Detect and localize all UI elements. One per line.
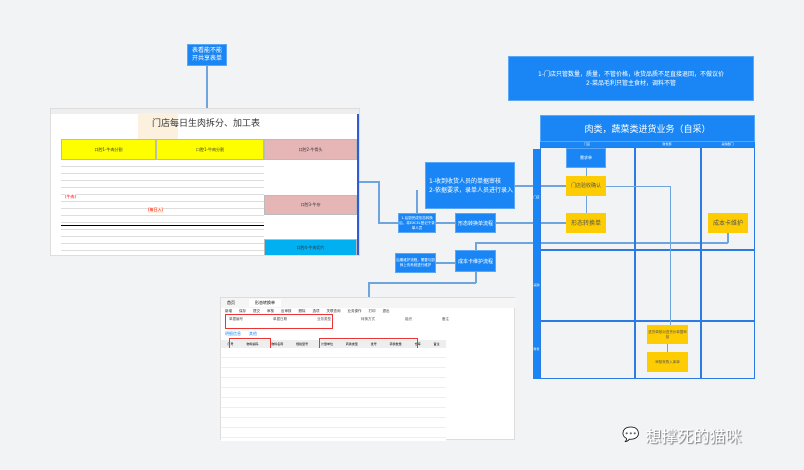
erp-tab-transform[interactable]: 形态转换单 — [249, 299, 281, 307]
column-header: 物料编码 — [246, 342, 259, 346]
header-c: 口腔2-牛骨头 — [264, 139, 357, 160]
toolbar-button[interactable]: 审核 — [267, 309, 274, 313]
form-field-label: 转换方式 — [361, 317, 375, 321]
form-field-label: 单据编号 — [229, 317, 243, 321]
red-label: (每日入) — [148, 207, 164, 213]
erp-tab-home[interactable]: 首页 — [227, 300, 235, 305]
subtab[interactable]: 其他 — [249, 331, 257, 336]
toolbar-button[interactable]: 保存 — [239, 309, 246, 313]
toolbar-button[interactable]: 新增 — [225, 309, 232, 313]
sheet-edge — [357, 114, 359, 255]
watermark-text: 想撑死的猫咪 — [645, 427, 742, 446]
finance-audit-box[interactable]: 审核采购入库单 — [647, 352, 688, 372]
toolbar-button[interactable]: 反审核 — [281, 309, 292, 313]
wechat-icon: 💬 — [622, 427, 640, 443]
column-header: 序号 — [227, 342, 234, 346]
erp-fields: 单据编号 单据日期 业务类型 转换方式 组织 备注 — [229, 317, 509, 322]
subtab[interactable]: 明细信息 — [225, 331, 241, 336]
sheet-title: 门店每日生肉拆分、加工表 — [151, 119, 260, 129]
row-header: 门店 — [533, 195, 540, 199]
column-header: 规格型号 — [296, 342, 309, 346]
transform-box[interactable]: 形态转换单 — [566, 213, 606, 233]
rules-note: 1-门店只管数量，质量，不管价格，收货品质不足直接退回，不做议价 2-菜品毛利只… — [508, 56, 754, 101]
row-header: 采购 — [533, 283, 540, 287]
toolbar-button[interactable]: 业务操作 — [347, 309, 362, 313]
entry-note-box: 1-收到收货人员的单据审核 2-依据要求，录单人员进行录入 — [425, 162, 515, 209]
erp-subtabs: 明细信息 其他 — [225, 331, 257, 337]
header-b: 口腔1-牛肉分割 — [156, 139, 264, 160]
cost-flow-box[interactable]: 成本卡维护流程 — [455, 250, 496, 272]
erp-toolbar: 新增 保存 提交 审核 反审核 删除 选项 关联查询 业务操作 打印 退出 — [225, 309, 390, 314]
watermark: 💬 想撑死的猫咪 — [622, 423, 741, 447]
column-header: 转换数量 — [389, 342, 402, 346]
form-field-label: 业务类型 — [317, 317, 331, 321]
accept-box[interactable]: 门店验收确认 — [566, 176, 606, 196]
column-header: 采购部门 — [721, 142, 734, 146]
rule-line: 2-菜品毛利只管主食材，调料不管 — [586, 79, 676, 87]
toolbar-button[interactable]: 选项 — [312, 309, 320, 313]
toolbar-button[interactable]: 删除 — [298, 309, 306, 313]
note-line: 开共享表单 — [191, 55, 222, 62]
cost-box[interactable]: 成本卡维护 — [708, 213, 748, 233]
swimlane-title: 肉类，蔬菜类进货业务（自采） — [540, 115, 755, 142]
form-field-label: 组织 — [405, 317, 412, 321]
note-line: 1-收到收货人员的单据审核 — [429, 177, 501, 185]
maintenance-note-box: 后期维护流程，需要与厨师上传系统进行维护 — [395, 253, 436, 273]
demand-box[interactable]: 需求单 — [566, 148, 606, 168]
note-line: 2-依据要求，录单人员进行录入 — [429, 186, 513, 194]
red-label: (牛肉) — [65, 194, 77, 200]
sheet-divider — [61, 225, 264, 226]
column-header: 物料名称 — [271, 342, 284, 346]
header-e: 口腔4-牛肉切片 — [264, 239, 357, 255]
column-header: 财务部 — [662, 142, 672, 146]
toolbar-button[interactable]: 打印 — [368, 309, 376, 313]
form-field-label: 备注 — [442, 317, 449, 321]
column-header: 门店 — [583, 142, 590, 146]
rule-line: 1-门店只管数量，质量，不管价格，收货品质不足直接退回，不做议价 — [538, 70, 724, 78]
connector — [206, 66, 208, 108]
toolbar-button[interactable]: 关联查询 — [326, 309, 341, 313]
header-a: 口腔1-牛肉分割 — [61, 139, 156, 160]
kitchen-note-box: 1-后厨完成形态转换后，将EXCEL登记于录单人员 — [398, 213, 436, 233]
sheet-column-bar — [51, 109, 359, 114]
toolbar-button[interactable]: 退出 — [382, 309, 390, 313]
erp-screenshot: 首页 形态转换单 新增 保存 提交 审核 反审核 删除 选项 关联查询 业务操作 打印 退出 单据编… — [220, 297, 516, 441]
column-header: 备注 — [433, 342, 440, 346]
finance-check-box[interactable]: 进货单核对进货价单据审核 — [647, 325, 688, 344]
spreadsheet-image: 口腔1-牛肉分割 口腔1-牛肉分割 口腔2-牛骨头 口腔3-牛杂 口腔4-牛肉切… — [50, 108, 360, 256]
row-header: 财务 — [533, 347, 540, 351]
transform-flow-box[interactable]: 形态转换单流程 — [455, 213, 496, 233]
column-header: 转换类型 — [345, 342, 358, 346]
toolbar-button[interactable]: 提交 — [253, 309, 260, 313]
swimlane-diagram: 肉类，蔬菜类进货业务（自采） 门店 财务部 采购部门 门店 采购 财务 需求单 … — [533, 115, 755, 379]
form-field-label: 单据日期 — [273, 317, 287, 321]
column-header: 计量单位 — [321, 342, 334, 346]
share-form-note: 表看能不能 开共享表单 — [187, 44, 227, 66]
header-d: 口腔3-牛杂 — [264, 195, 357, 215]
note-line: 表看能不能 — [191, 47, 222, 54]
column-header: 批号 — [370, 342, 377, 346]
